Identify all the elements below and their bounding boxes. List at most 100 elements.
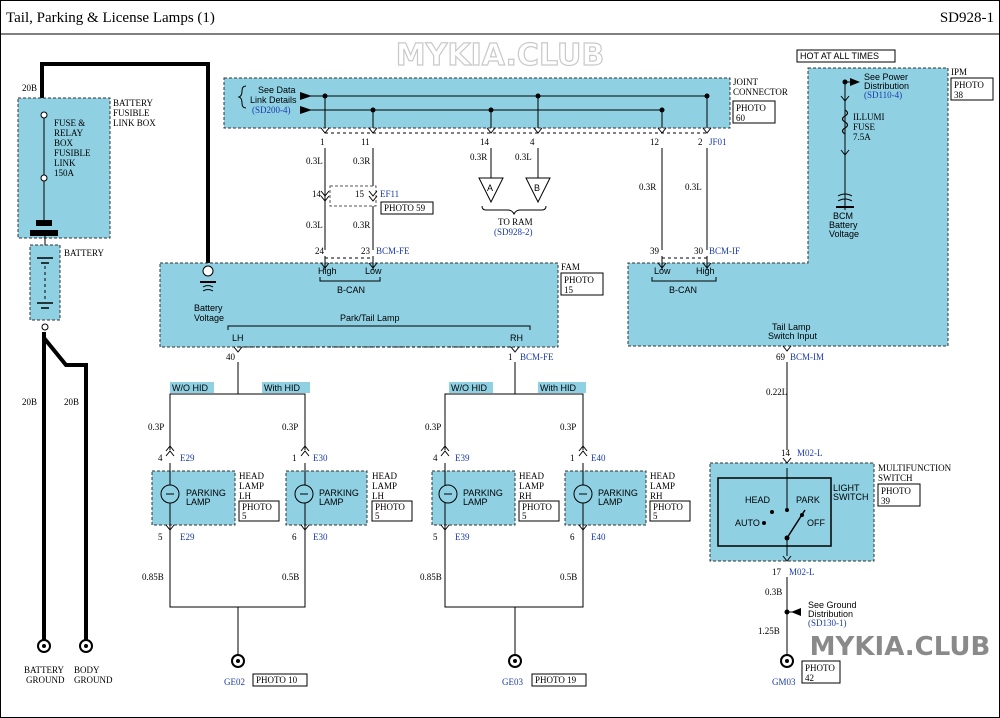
ram-triangle-b (525, 177, 551, 204)
svg-text:Switch Input: Switch Input (768, 331, 818, 341)
ipm-bcan: B-CAN (669, 285, 697, 295)
see-power-distribution: See Power (864, 72, 908, 82)
fam-rh: RH (510, 333, 523, 343)
wire-03r-a: 0.3R (353, 156, 370, 166)
svg-text:5: 5 (653, 511, 658, 521)
svg-text:4: 4 (158, 453, 163, 463)
ipm-pin-30: 30 (694, 246, 704, 256)
svg-text:150A: 150A (54, 168, 75, 178)
svg-text:SWITCH: SWITCH (878, 473, 913, 483)
svg-text:7.5A: 7.5A (853, 132, 871, 142)
wire-022l: 0.22L (766, 387, 787, 397)
svg-text:HEAD: HEAD (650, 471, 675, 481)
ref-sd928-2: (SD928-2) (494, 227, 533, 237)
svg-text:0.3P: 0.3P (425, 422, 441, 432)
pin-2: 2 (698, 137, 703, 147)
pin-1: 1 (320, 137, 325, 147)
fuse-label-1: FUSE & (54, 118, 85, 128)
pin-12: 12 (650, 137, 659, 147)
code-bcm-fe: BCM-FE (376, 246, 410, 256)
fam-bcan: B-CAN (337, 285, 365, 295)
light-switch-label: LIGHT (833, 483, 860, 493)
body-ground-label: BODY (74, 665, 100, 675)
watermark-bottom: MYKIA.CLUB (810, 632, 991, 662)
svg-text:Distribution: Distribution (808, 609, 853, 619)
ground-ge02: GE02 (224, 677, 245, 687)
wire-03l-ipm: 0.3L (685, 182, 702, 192)
svg-text:Voltage: Voltage (194, 313, 224, 323)
bcm-battery-voltage: BCM (833, 211, 853, 221)
svg-text:6: 6 (570, 532, 575, 542)
to-ram-label: TO RAM (498, 217, 533, 227)
ipm-can-low: Low (654, 266, 671, 276)
svg-text:0.3P: 0.3P (148, 422, 164, 432)
switch-park: PARK (796, 495, 820, 505)
ref-sd130-1: (SD130-1) (808, 618, 847, 628)
fam-park-tail-lamp: Park/Tail Lamp (340, 313, 400, 323)
svg-text:42: 42 (805, 673, 814, 683)
svg-text:HEAD: HEAD (372, 471, 397, 481)
svg-text:LINK: LINK (54, 158, 76, 168)
light-switch-inner (717, 477, 832, 547)
svg-text:SWITCH: SWITCH (833, 492, 869, 502)
svg-text:PARKING: PARKING (319, 488, 359, 498)
svg-text:PHOTO: PHOTO (653, 502, 683, 512)
svg-text:A: A (487, 183, 493, 193)
pin-4: 4 (530, 137, 535, 147)
svg-text:RELAY: RELAY (54, 128, 84, 138)
page-title: Tail, Parking & License Lamps (1) (6, 10, 215, 26)
svg-text:PHOTO: PHOTO (242, 502, 272, 512)
svg-text:15: 15 (564, 285, 574, 295)
svg-text:PARKING: PARKING (463, 488, 503, 498)
svg-text:Voltage: Voltage (829, 229, 859, 239)
switch-auto: AUTO (735, 518, 760, 528)
ef11-pin-15: 15 (355, 189, 365, 199)
photo-42: PHOTO (805, 663, 835, 673)
ge02-ground-icon (231, 654, 245, 668)
multifunction-label: MULTIFUNCTION (878, 463, 952, 473)
fam-can-low: Low (365, 266, 382, 276)
code-bcm-im: BCM-IM (790, 352, 824, 362)
ef11-pin-14: 14 (312, 189, 322, 199)
svg-text:BOX: BOX (54, 138, 74, 148)
wire-20b-top: 20B (22, 83, 37, 93)
fam-label: FAM (561, 262, 580, 272)
fam-lh: LH (232, 333, 244, 343)
page-code: SD928-1 (940, 10, 994, 26)
hot-at-all-times: HOT AT ALL TIMES (800, 51, 879, 61)
mf-pin-17: 17 (772, 567, 782, 577)
svg-text:Distribution: Distribution (864, 81, 909, 91)
svg-text:HEAD: HEAD (239, 471, 264, 481)
hid-wo-lh: W/O HID (172, 383, 208, 393)
svg-text:PHOTO: PHOTO (564, 275, 594, 285)
svg-text:5: 5 (158, 532, 163, 542)
hid-with-lh: With HID (264, 383, 301, 393)
svg-text:E29: E29 (180, 453, 195, 463)
svg-text:PHOTO: PHOTO (954, 80, 984, 90)
svg-text:5: 5 (522, 511, 527, 521)
ref-sd110-4: (SD110-4) (864, 90, 902, 100)
svg-text:0.85B: 0.85B (142, 572, 164, 582)
svg-text:CONNECTOR: CONNECTOR (733, 87, 788, 97)
fam-can-high: High (318, 266, 337, 276)
ipm-pin-69: 69 (776, 352, 786, 362)
svg-text:1: 1 (292, 453, 297, 463)
tail-lamp-switch-input: Tail Lamp (772, 322, 811, 332)
svg-text:E30: E30 (313, 453, 328, 463)
ipm-can-high: High (696, 266, 715, 276)
svg-text:0.3P: 0.3P (282, 422, 298, 432)
battery-label: BATTERY (64, 248, 105, 258)
svg-text:PHOTO: PHOTO (881, 486, 911, 496)
battery-ground-label: BATTERY (24, 665, 65, 675)
svg-text:Battery: Battery (829, 220, 858, 230)
fam-box (159, 262, 559, 348)
ground-bus-rh (444, 545, 584, 608)
code-m02-l: M02-L (797, 448, 823, 458)
svg-text:4: 4 (433, 453, 438, 463)
see-ground-distribution: See Ground (808, 600, 857, 610)
svg-text:5: 5 (433, 532, 438, 542)
svg-text:LINK BOX: LINK BOX (113, 118, 156, 128)
joint-photo-tag (732, 100, 776, 124)
svg-text:FUSE: FUSE (853, 122, 876, 132)
battery-terminal (30, 230, 58, 236)
